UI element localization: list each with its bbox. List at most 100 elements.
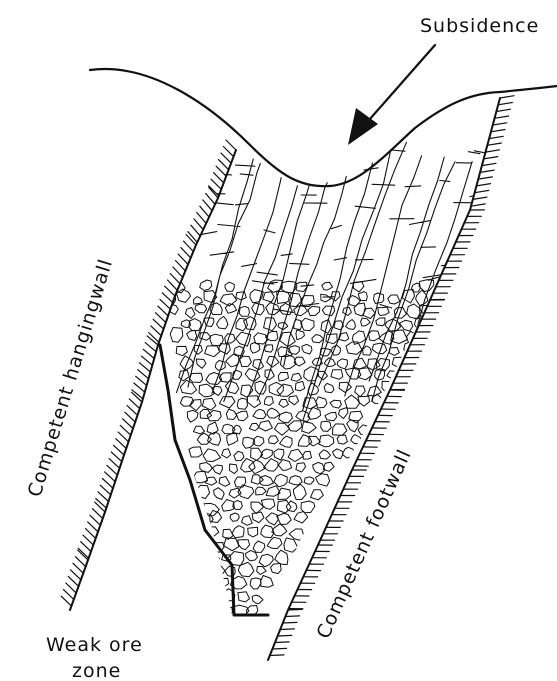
ore-block bbox=[232, 425, 241, 434]
ore-block bbox=[259, 421, 273, 431]
ore-block bbox=[339, 382, 351, 392]
ore-block bbox=[331, 370, 343, 380]
ore-block bbox=[278, 488, 291, 500]
ore-block bbox=[240, 356, 252, 366]
ore-block bbox=[196, 359, 206, 368]
ore-block bbox=[295, 381, 304, 390]
ore-block bbox=[236, 411, 248, 421]
ore-block bbox=[294, 484, 307, 499]
ore-block bbox=[346, 320, 356, 330]
ore-block bbox=[358, 292, 367, 301]
ore-block bbox=[248, 527, 258, 537]
ore-block bbox=[214, 488, 225, 500]
ore-block bbox=[278, 372, 288, 381]
ore-block bbox=[277, 384, 294, 396]
ore-block bbox=[219, 397, 235, 408]
ore-block bbox=[202, 398, 216, 410]
ore-block bbox=[316, 397, 327, 408]
ore-block bbox=[288, 449, 303, 461]
ore-block bbox=[237, 398, 247, 409]
ore-block bbox=[187, 410, 198, 422]
ore-block bbox=[309, 436, 321, 446]
ore-block bbox=[324, 383, 334, 392]
ore-block bbox=[361, 318, 371, 326]
ore-block bbox=[330, 400, 341, 408]
ore-block bbox=[269, 382, 283, 395]
ore-block bbox=[225, 282, 234, 291]
ore-block bbox=[319, 435, 334, 447]
ore-block bbox=[219, 477, 230, 487]
ore-block bbox=[304, 477, 314, 484]
ore-block bbox=[275, 423, 290, 435]
ore-block bbox=[278, 460, 291, 471]
ore-block bbox=[259, 554, 273, 567]
weak-ore-label-line1: Weak ore bbox=[46, 634, 143, 656]
ore-block bbox=[351, 435, 362, 444]
ore-block bbox=[250, 578, 261, 589]
ore-block bbox=[302, 344, 312, 354]
ore-block bbox=[280, 355, 296, 370]
ore-block bbox=[301, 318, 314, 330]
ore-block bbox=[234, 451, 244, 460]
weak-ore-label-line2: zone bbox=[72, 660, 121, 681]
ore-block bbox=[241, 459, 256, 473]
ore-block bbox=[241, 385, 253, 397]
ore-block bbox=[185, 308, 195, 319]
ore-block bbox=[355, 386, 366, 397]
ore-block bbox=[312, 335, 324, 343]
ore-block bbox=[242, 516, 253, 526]
ore-block bbox=[267, 408, 280, 418]
ore-block bbox=[376, 318, 385, 326]
ore-block bbox=[189, 373, 202, 382]
ore-block bbox=[203, 449, 221, 462]
ore-block bbox=[289, 346, 300, 355]
ore-block bbox=[253, 541, 265, 552]
ore-block bbox=[226, 409, 236, 419]
ore-block bbox=[195, 304, 207, 313]
ore-block bbox=[321, 421, 332, 431]
ore-block bbox=[195, 485, 210, 498]
ore-block bbox=[322, 306, 334, 316]
ore-block bbox=[238, 540, 250, 550]
ore-block bbox=[236, 332, 251, 346]
ore-block bbox=[311, 490, 324, 500]
ore-block bbox=[257, 567, 267, 575]
ore-block bbox=[263, 292, 274, 302]
ore-block bbox=[296, 330, 305, 340]
ore-block bbox=[319, 450, 330, 459]
ore-block bbox=[176, 346, 187, 355]
ore-block bbox=[388, 295, 400, 304]
ore-block bbox=[399, 320, 412, 331]
ore-block bbox=[269, 436, 279, 444]
ore-block bbox=[280, 436, 293, 447]
ore-block bbox=[345, 395, 360, 408]
ore-block bbox=[271, 563, 282, 573]
ore-block bbox=[252, 595, 263, 604]
ore-block bbox=[256, 487, 267, 495]
ore-block bbox=[251, 475, 263, 484]
ore-block bbox=[205, 346, 221, 357]
ore-block bbox=[275, 550, 288, 564]
ore-block bbox=[279, 412, 293, 423]
ore-block bbox=[266, 513, 279, 525]
ore-block bbox=[264, 459, 278, 472]
fracture-network bbox=[177, 141, 513, 420]
ore-block bbox=[230, 513, 239, 521]
ore-block bbox=[337, 435, 347, 444]
ore-block bbox=[333, 424, 347, 436]
ore-block bbox=[187, 330, 197, 340]
ore-block bbox=[236, 292, 247, 300]
ore-block bbox=[200, 280, 212, 291]
ore-block bbox=[326, 334, 337, 344]
ore-block bbox=[194, 426, 205, 434]
ore-block bbox=[277, 513, 292, 524]
ore-block bbox=[232, 526, 244, 538]
ore-block bbox=[210, 553, 220, 561]
ore-block bbox=[333, 449, 343, 459]
ore-block bbox=[325, 412, 337, 420]
ore-block bbox=[261, 576, 274, 588]
ore-block bbox=[315, 474, 329, 486]
ore-block bbox=[238, 592, 250, 602]
ore-block bbox=[253, 409, 266, 418]
